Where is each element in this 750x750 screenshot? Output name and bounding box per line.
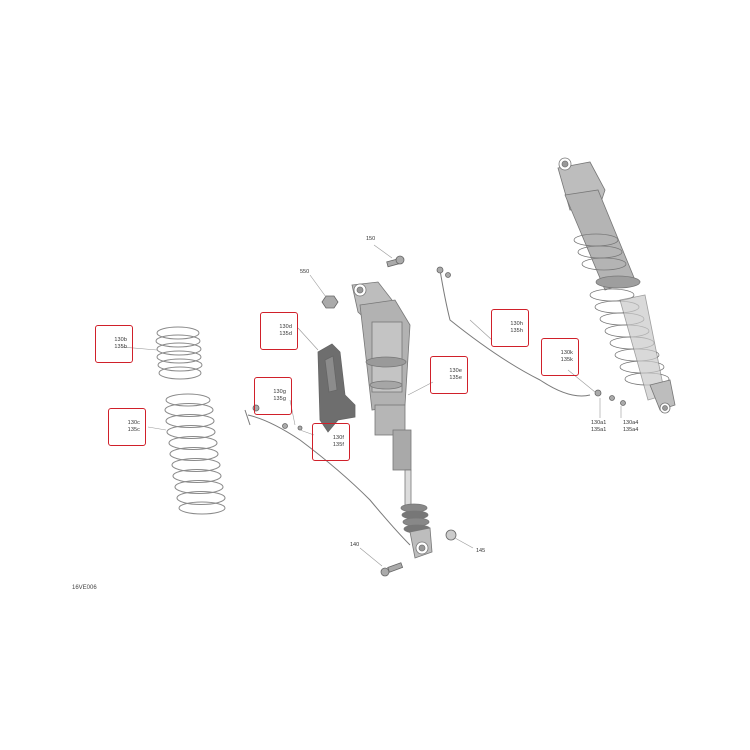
part-label-130a4: 130a4 135a4 bbox=[623, 420, 638, 434]
callout-130c-line2: 135c bbox=[127, 427, 140, 433]
callout-130b-line1: 130b bbox=[114, 337, 127, 343]
reservoir-bracket bbox=[317, 343, 356, 433]
callout-130h-line2: 135h bbox=[510, 328, 523, 334]
callout-130h-line1: 130h bbox=[510, 321, 523, 327]
spring-130b bbox=[155, 326, 203, 380]
part-label-140: 140 bbox=[350, 542, 360, 548]
part-label-150: 150 bbox=[366, 236, 376, 242]
part-label-130a1: 130a1 135a1 bbox=[591, 420, 606, 434]
callout-130b-line2: 135b bbox=[114, 344, 127, 350]
callout-130d-line2: 135d bbox=[279, 331, 292, 337]
callout-130e-line1: 130e bbox=[449, 368, 462, 374]
callout-130c-line1: 130c bbox=[127, 420, 140, 426]
leader-lines bbox=[121, 244, 622, 567]
right-shock-assembly bbox=[557, 157, 676, 414]
callout-130g-line1: 130g bbox=[273, 389, 286, 395]
callout-130g-line2: 135g bbox=[273, 396, 286, 402]
callout-130c[interactable]: 130c 135c bbox=[108, 408, 146, 446]
callout-130g[interactable]: 130g 135g bbox=[254, 377, 292, 415]
callout-130k-line2: 135k bbox=[560, 357, 573, 363]
part-label-130a1-line1: 130a1 bbox=[591, 420, 607, 426]
part-label-130a1-line2: 135a1 bbox=[591, 427, 607, 433]
hardware bbox=[252, 255, 626, 577]
part-label-145: 145 bbox=[476, 548, 486, 554]
callout-130e-line2: 135e bbox=[449, 375, 462, 381]
callout-130f-line1: 130f bbox=[332, 435, 344, 441]
diagram-code: 16VE006 bbox=[72, 585, 97, 591]
callout-130f-line2: 135f bbox=[332, 442, 344, 448]
callout-130h[interactable]: 130h 135h bbox=[491, 309, 529, 347]
part-label-550: 550 bbox=[300, 269, 310, 275]
part-label-130a4-line2: 135a4 bbox=[623, 427, 639, 433]
callout-130k-line1: 130k bbox=[560, 350, 573, 356]
part-label-130a4-line1: 130a4 bbox=[623, 420, 639, 426]
hoses bbox=[244, 269, 591, 546]
callout-130e[interactable]: 130e 135e bbox=[430, 356, 468, 394]
callout-130d-line1: 130d bbox=[279, 324, 292, 330]
callout-130f[interactable]: 130f 135f bbox=[312, 423, 350, 461]
callout-130k[interactable]: 130k 135k bbox=[541, 338, 579, 376]
callout-130d[interactable]: 130d 135d bbox=[260, 312, 298, 350]
center-shock bbox=[351, 281, 433, 559]
callout-130b[interactable]: 130b 135b bbox=[95, 325, 133, 363]
spring-130c bbox=[164, 393, 226, 515]
